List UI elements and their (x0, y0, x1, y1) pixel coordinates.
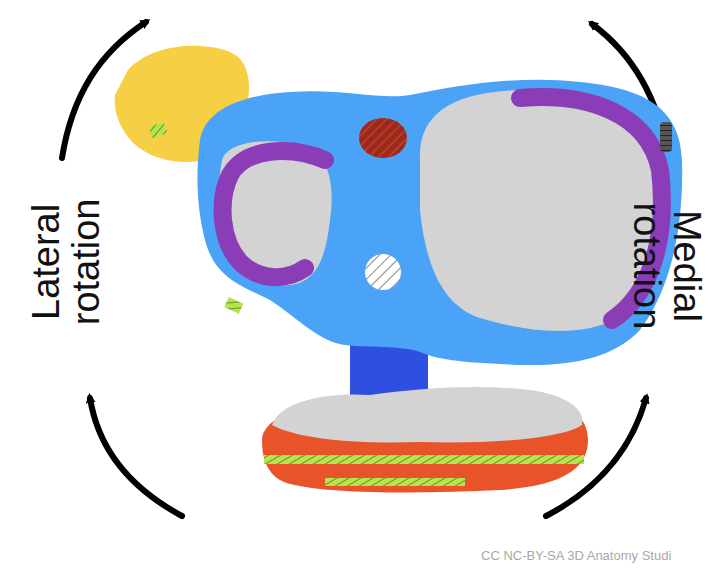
watermark: CC NC-BY-SA 3D Anatomy Studi (481, 548, 671, 563)
rotation-label: Medial rotation (626, 179, 706, 354)
rotation-label: Lateral rotation (26, 175, 106, 350)
